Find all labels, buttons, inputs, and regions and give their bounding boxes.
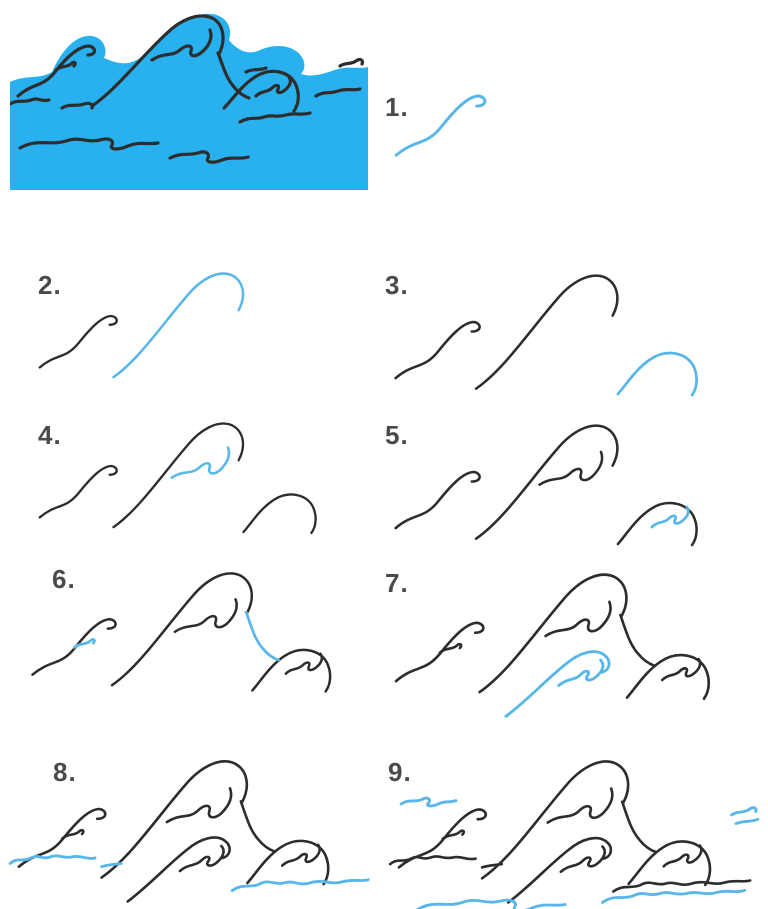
big-wave-stroke xyxy=(90,14,225,108)
big-wave-curl-stroke xyxy=(150,28,213,62)
left-wave-curl-stroke xyxy=(441,829,466,841)
water-line-left-stroke xyxy=(388,855,504,869)
step-8-panel: 8. xyxy=(8,735,378,909)
step-1-drawing xyxy=(394,94,487,157)
step-6-number: 6. xyxy=(52,564,76,594)
step-1-panel: 1. xyxy=(385,20,765,210)
water-line-bottom-right-stroke-new xyxy=(601,888,747,904)
step-7-number: 7. xyxy=(385,568,409,598)
left-wave-curl-stroke xyxy=(438,642,463,654)
left-wave-curl-stroke xyxy=(54,60,77,72)
right-wave-stroke xyxy=(616,501,698,547)
step-9-number: 9. xyxy=(388,757,412,787)
right-wave-stroke xyxy=(246,839,330,886)
water-line-right-edge-stroke-new xyxy=(730,806,760,826)
left-wave-stroke xyxy=(394,320,481,380)
step-4-drawing xyxy=(38,422,317,535)
crest-connector-stroke xyxy=(620,800,658,854)
right-wave-curl-stroke xyxy=(284,652,324,675)
big-wave-curl-stroke xyxy=(546,787,614,824)
right-wave-curl-stroke xyxy=(254,75,292,98)
big-wave-stroke xyxy=(474,424,619,540)
left-wave-stroke xyxy=(38,314,118,369)
water-line-right-stroke xyxy=(612,879,752,893)
step-9-panel: 9. xyxy=(388,735,760,909)
water-line-top-left-stroke-new xyxy=(399,796,458,808)
right-wave-curl-stroke xyxy=(660,657,702,682)
left-wave-stroke xyxy=(397,808,488,869)
step-6-panel: 6. xyxy=(22,548,378,726)
step-8-drawing xyxy=(8,760,370,903)
left-wave-stroke xyxy=(38,464,118,519)
water-line-5-stroke xyxy=(238,111,312,124)
step-2-number: 2. xyxy=(38,270,62,300)
right-wave-stroke xyxy=(627,840,712,887)
water-line-left-stroke-new xyxy=(8,854,123,869)
left-wave-stroke-new xyxy=(394,94,487,157)
step-4-number: 4. xyxy=(38,420,62,450)
water-line-6-stroke xyxy=(314,87,362,98)
step-7-panel: 7. xyxy=(385,548,759,735)
step-1-number: 1. xyxy=(385,92,409,122)
step-4-panel: 4. xyxy=(30,400,360,565)
big-wave-stroke xyxy=(112,422,245,529)
right-wave-stroke xyxy=(222,69,300,113)
crest-connector-stroke xyxy=(619,613,656,668)
big-wave-curl-stroke xyxy=(173,598,238,634)
big-wave-stroke xyxy=(100,760,249,879)
water-line-3-stroke xyxy=(18,137,160,151)
big-wave-stroke xyxy=(474,274,619,390)
water-line-right-stroke-new xyxy=(230,878,370,893)
left-wave-stroke xyxy=(394,470,481,530)
big-wave-stroke xyxy=(480,760,630,880)
finished-example-panel xyxy=(10,8,368,190)
water-fill-shape xyxy=(10,13,368,190)
right-wave-curl-stroke xyxy=(280,843,321,867)
big-wave-curl-stroke xyxy=(544,600,612,638)
right-wave-curl-stroke-new xyxy=(650,505,690,529)
step-9-drawing xyxy=(388,760,760,909)
big-wave-curl-stroke xyxy=(165,787,233,824)
right-wave-stroke-new xyxy=(616,351,698,397)
left-wave-curl-stroke xyxy=(61,828,85,840)
left-wave-stroke xyxy=(16,44,97,98)
left-wave-curl-stroke-new xyxy=(72,638,96,649)
right-wave-stroke xyxy=(251,648,332,693)
big-wave-stroke xyxy=(478,573,628,694)
foreground-wave-stroke xyxy=(507,836,613,904)
big-wave-stroke-new xyxy=(112,272,245,379)
crest-connector-stroke-new xyxy=(244,610,280,662)
foreground-wave-stroke xyxy=(126,836,231,903)
left-wave-stroke xyxy=(17,807,107,868)
water-line-2-stroke xyxy=(60,101,95,110)
step-7-drawing xyxy=(394,573,710,718)
left-wave-stroke xyxy=(31,617,117,676)
top-edge-chop-stroke xyxy=(338,57,365,68)
right-wave-stroke xyxy=(242,493,317,535)
step-5-drawing xyxy=(394,424,698,547)
step-5-panel: 5. xyxy=(385,400,745,580)
big-wave-curl-stroke-new xyxy=(170,446,231,479)
right-wave-curl-stroke xyxy=(662,844,703,868)
finished-waves-illustration xyxy=(10,13,368,190)
step-3-drawing xyxy=(394,274,698,397)
big-wave-curl-stroke xyxy=(538,450,604,486)
right-wave-stroke xyxy=(625,653,710,701)
water-line-4-stroke xyxy=(168,150,250,164)
step-2-drawing xyxy=(38,272,245,379)
step-3-number: 3. xyxy=(385,270,409,300)
step-8-number: 8. xyxy=(53,757,77,787)
step-6-drawing xyxy=(31,572,332,693)
big-wave-stroke xyxy=(110,572,254,687)
step-3-panel: 3. xyxy=(385,250,745,430)
water-line-bottom-stroke-new xyxy=(415,898,567,909)
water-line-7-stroke xyxy=(244,66,268,74)
water-line-1-stroke xyxy=(10,97,51,106)
left-wave-stroke xyxy=(394,621,485,683)
crest-connector-stroke xyxy=(239,800,276,853)
step-5-number: 5. xyxy=(385,420,409,450)
step-2-panel: 2. xyxy=(30,250,360,415)
crest-connector-stroke xyxy=(216,51,251,100)
foreground-wave-stroke-new xyxy=(504,650,611,718)
